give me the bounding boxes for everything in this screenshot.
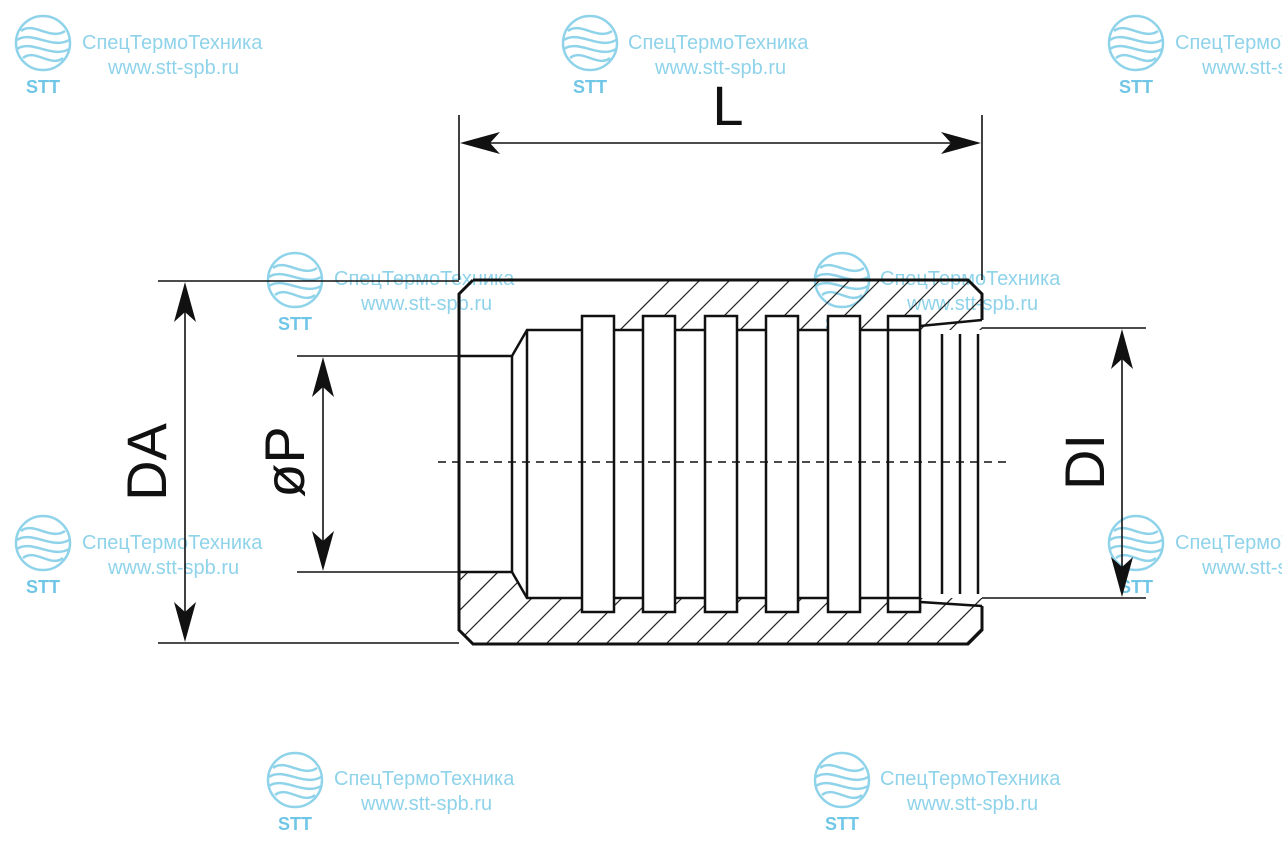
watermark-upper-left: STT СпецТермоТехника www.stt-spb.ru: [266, 251, 515, 334]
watermark-company: СпецТермоТехника: [82, 32, 263, 54]
watermark-mid-left: STT СпецТермоТехника www.stt-spb.ru: [14, 514, 263, 597]
watermark-top-center: STT СпецТермоТехника www.stt-spb.ru: [561, 14, 809, 97]
label-outer-diameter: DA: [115, 422, 178, 500]
watermark-url: www.stt-spb.ru: [1201, 57, 1282, 79]
watermark-abbr: STT: [573, 77, 607, 97]
watermark-abbr: STT: [1119, 77, 1153, 97]
watermark-abbr: STT: [278, 814, 312, 834]
label-inner-diameter: DI: [1053, 434, 1116, 490]
hatch-line: [1140, 270, 1282, 650]
watermark-url: www.stt-spb.ru: [107, 57, 239, 79]
watermark-bottom-left: STT СпецТермоТехника www.stt-spb.ru: [266, 751, 515, 834]
part-outline: [457, 278, 984, 646]
watermark-url: www.stt-spb.ru: [360, 793, 492, 815]
label-length: L: [712, 74, 743, 137]
watermark-url: www.stt-spb.ru: [906, 793, 1038, 815]
watermark-company: СпецТермоТехника: [334, 768, 515, 790]
watermark-company: СпецТермоТехника: [1175, 532, 1282, 554]
watermark-url: www.stt-spb.ru: [360, 293, 492, 315]
watermark-company: СпецТермоТехника: [880, 768, 1061, 790]
groove-inner-lines: [889, 328, 980, 600]
watermark-company: СпецТермоТехника: [880, 268, 1061, 290]
watermark-company: СпецТермоТехника: [628, 32, 809, 54]
watermark-mid-right: STT СпецТермоТехника www.stt-spb.ru: [1107, 514, 1282, 597]
watermark-abbr: STT: [26, 77, 60, 97]
watermark-url: www.stt-spb.ru: [906, 293, 1038, 315]
watermark-top-left: STT СпецТермоТехника www.stt-spb.ru: [14, 14, 263, 97]
watermark-url: www.stt-spb.ru: [1201, 557, 1282, 579]
watermark-url: www.stt-spb.ru: [654, 57, 786, 79]
watermark-company: СпецТермоТехника: [1175, 32, 1282, 54]
watermark-abbr: STT: [26, 577, 60, 597]
watermark-company: СпецТермоТехника: [82, 532, 263, 554]
internal-grooves: [580, 314, 922, 614]
dimension-length: [458, 115, 983, 280]
dimension-inner-diameter: [982, 327, 1146, 599]
watermark-abbr: STT: [1119, 577, 1153, 597]
watermark-bottom-right: STT СпецТермоТехника www.stt-spb.ru: [813, 751, 1061, 834]
dimension-bore-diameter: [297, 355, 459, 573]
watermark-top-right: STT СпецТермоТехника www.stt-spb.ru: [1107, 14, 1282, 97]
hatch-line: [1170, 270, 1282, 650]
label-bore-diameter: øP: [253, 426, 316, 498]
watermark-abbr: STT: [278, 314, 312, 334]
dimension-outer-diameter: [158, 280, 459, 644]
watermark-abbr: STT: [825, 814, 859, 834]
watermark-url: www.stt-spb.ru: [107, 557, 239, 579]
